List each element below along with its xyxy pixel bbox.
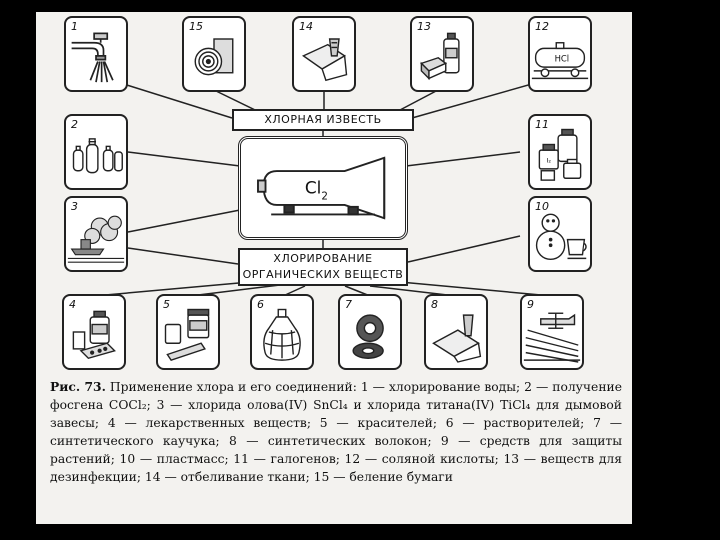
- chlorine-cylinder-icon: Cl2: [257, 156, 386, 220]
- box-number: 10: [535, 200, 549, 213]
- label-bleaching-powder: ХЛОРНАЯ ИЗВЕСТЬ: [232, 109, 414, 131]
- label-text: ХЛОРНАЯ ИЗВЕСТЬ: [264, 113, 382, 126]
- medicine-bottle-icon: [72, 310, 116, 360]
- box-solvents: 6: [250, 294, 314, 370]
- box-number: 9: [527, 298, 534, 311]
- box-plastics: 10: [528, 196, 592, 272]
- box-number: 4: [69, 298, 76, 311]
- box-number: 13: [417, 20, 431, 33]
- carboy-icon: [263, 308, 301, 361]
- smoke-ship-icon: [67, 215, 125, 263]
- box-fabric-bleaching: 14: [292, 16, 356, 92]
- paper-roll-icon: [194, 38, 234, 76]
- box-number: 7: [345, 298, 352, 311]
- chlorine-center-box: Cl2: [238, 136, 408, 240]
- box-number: 14: [299, 20, 313, 33]
- figure-number: Рис. 73.: [50, 379, 106, 394]
- fibre-fabric-icon: [432, 314, 482, 363]
- plastic-toy-icon: [535, 213, 587, 261]
- jar-label: I₂: [546, 156, 551, 164]
- label-line-2: ОРГАНИЧЕСКИХ ВЕЩЕСТВ: [242, 268, 404, 281]
- bottle-box-icon: [420, 32, 460, 81]
- box-plant-protection: 9: [520, 294, 584, 370]
- box-medicines: 4: [62, 294, 126, 370]
- box-paper-bleaching: 15: [182, 16, 246, 92]
- label-line-1: ХЛОРИРОВАНИЕ: [273, 252, 373, 265]
- label-organic-chlorination: ХЛОРИРОВАНИЕ ОРГАНИЧЕСКИХ ВЕЩЕСТВ: [238, 248, 408, 286]
- crop-duster-icon: [523, 312, 581, 363]
- fabric-icon: [301, 38, 348, 82]
- box-number: 2: [71, 118, 78, 131]
- water-tap-icon: [71, 32, 114, 83]
- tank-label: HCl: [555, 54, 570, 64]
- box-number: 15: [189, 20, 203, 33]
- figure-caption: Рис. 73. Применение хлора и его соединен…: [50, 378, 622, 486]
- box-number: 12: [535, 20, 549, 33]
- tyre-icon: [352, 314, 384, 359]
- box-number: 5: [163, 298, 170, 311]
- chlorine-formula: Cl2: [305, 178, 328, 203]
- box-halogens: 11 I₂: [528, 114, 592, 190]
- box-smoke-screen: 3: [64, 196, 128, 272]
- tank-car-icon: HCl: [531, 42, 589, 80]
- box-dyes: 5: [156, 294, 220, 370]
- box-number: 3: [71, 200, 78, 213]
- gas-cylinders-icon: [72, 138, 123, 174]
- box-number: 1: [71, 20, 78, 33]
- box-synthetic-fibres: 8: [424, 294, 488, 370]
- box-number: 8: [431, 298, 438, 311]
- box-disinfection: 13: [410, 16, 474, 92]
- box-phosgene: 2: [64, 114, 128, 190]
- box-number: 11: [535, 118, 549, 131]
- box-water-chlorination: 1: [64, 16, 128, 92]
- caption-text: Применение хлора и его соединений: 1 — х…: [50, 380, 622, 484]
- reagent-bottles-icon: I₂: [538, 128, 582, 181]
- box-number: 6: [257, 298, 264, 311]
- paint-jars-icon: [164, 308, 210, 361]
- box-synthetic-rubber: 7: [338, 294, 402, 370]
- box-hydrochloric-acid: 12 HCl: [528, 16, 592, 92]
